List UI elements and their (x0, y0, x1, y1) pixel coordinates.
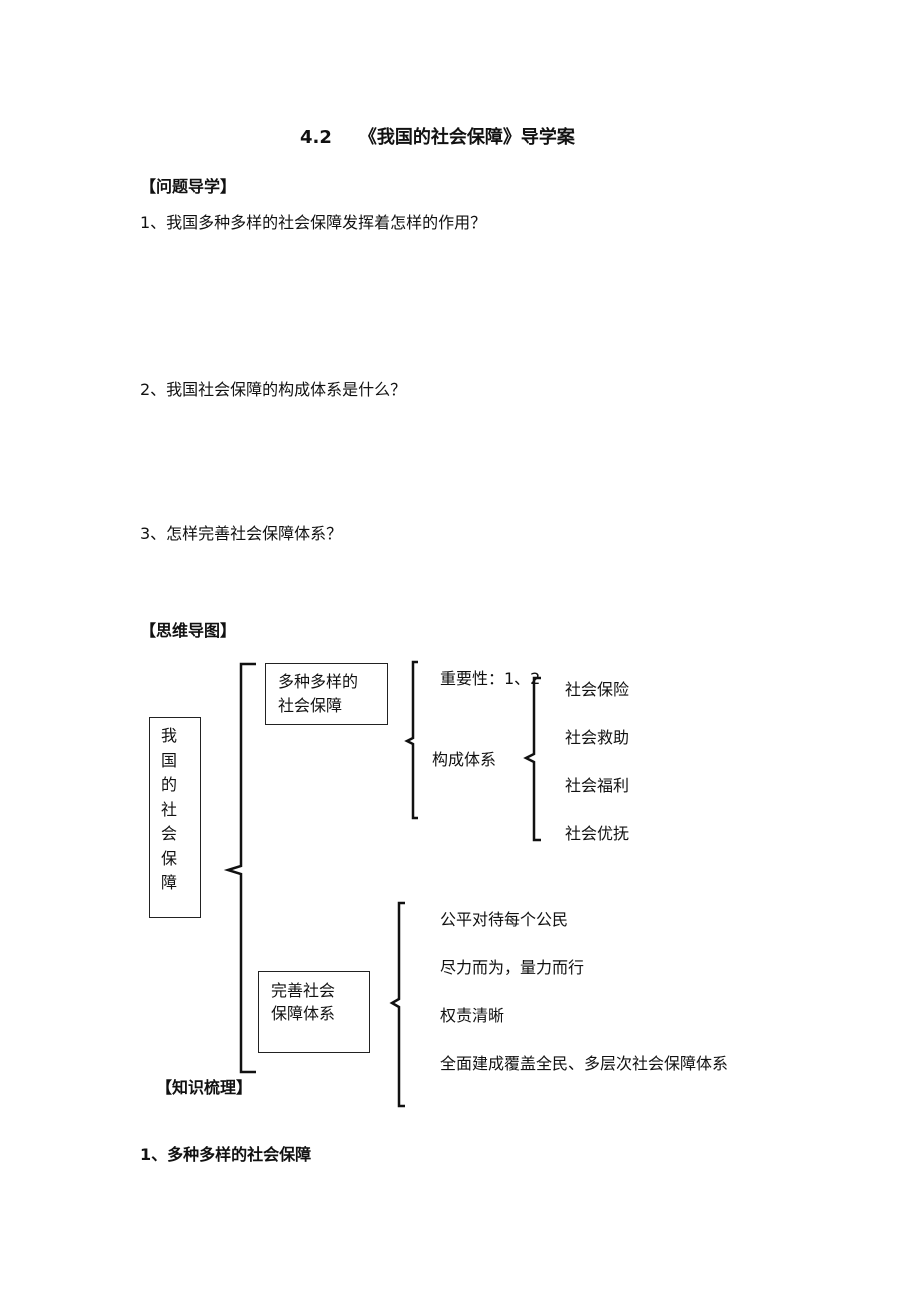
component-item: 社会保险 (565, 680, 630, 699)
composition-label: 构成体系 (432, 750, 497, 769)
root-char: 保 (161, 848, 178, 868)
section-heading-knowledge: 【知识梳理】 (156, 1078, 253, 1097)
root-char: 会 (161, 824, 178, 843)
branch2-line2: 保障体系 (271, 1004, 336, 1023)
component-item: 社会福利 (565, 776, 630, 795)
principle-item: 公平对待每个公民 (440, 910, 569, 929)
principle-item: 权责清晰 (440, 1006, 505, 1025)
question-1: 1、我国多种多样的社会保障发挥着怎样的作用？ (140, 213, 487, 232)
principle-item: 全面建成覆盖全民、多层次社会保障体系 (440, 1054, 729, 1073)
root-char: 的 (161, 775, 178, 794)
component-item: 社会救助 (565, 728, 630, 747)
question-2: 2、我国社会保障的构成体系是什么？ (140, 380, 407, 399)
section-heading-questions: 【问题导学】 (140, 177, 237, 196)
knowledge-item-1: 1、多种多样的社会保障 (140, 1145, 312, 1164)
brace-branch1 (404, 660, 418, 820)
root-char: 国 (161, 750, 178, 770)
brace-root (223, 662, 256, 1074)
branch2-line1: 完善社会 (271, 981, 336, 1000)
root-char: 我 (161, 726, 178, 745)
importance-label: 重要性：1、2 (440, 669, 541, 688)
root-char: 障 (161, 873, 178, 892)
brace-components (523, 676, 541, 842)
page-title: 4.2 《我国的社会保障》导学案 (300, 127, 575, 148)
question-3: 3、怎样完善社会保障体系？ (140, 524, 343, 543)
section-heading-mindmap: 【思维导图】 (140, 621, 237, 640)
branch1-line2: 社会保障 (278, 696, 343, 715)
component-item: 社会优抚 (565, 824, 630, 843)
branch1-line1: 多种多样的 (278, 672, 359, 691)
root-char: 社 (161, 799, 178, 819)
branch2-box: 完善社会 保障体系 (258, 971, 370, 1053)
principle-item: 尽力而为，量力而行 (440, 958, 585, 977)
branch1-box: 多种多样的 社会保障 (265, 663, 388, 725)
brace-branch2 (389, 901, 405, 1108)
root-node-box: 我 国 的 社 会 保 障 (149, 717, 201, 918)
